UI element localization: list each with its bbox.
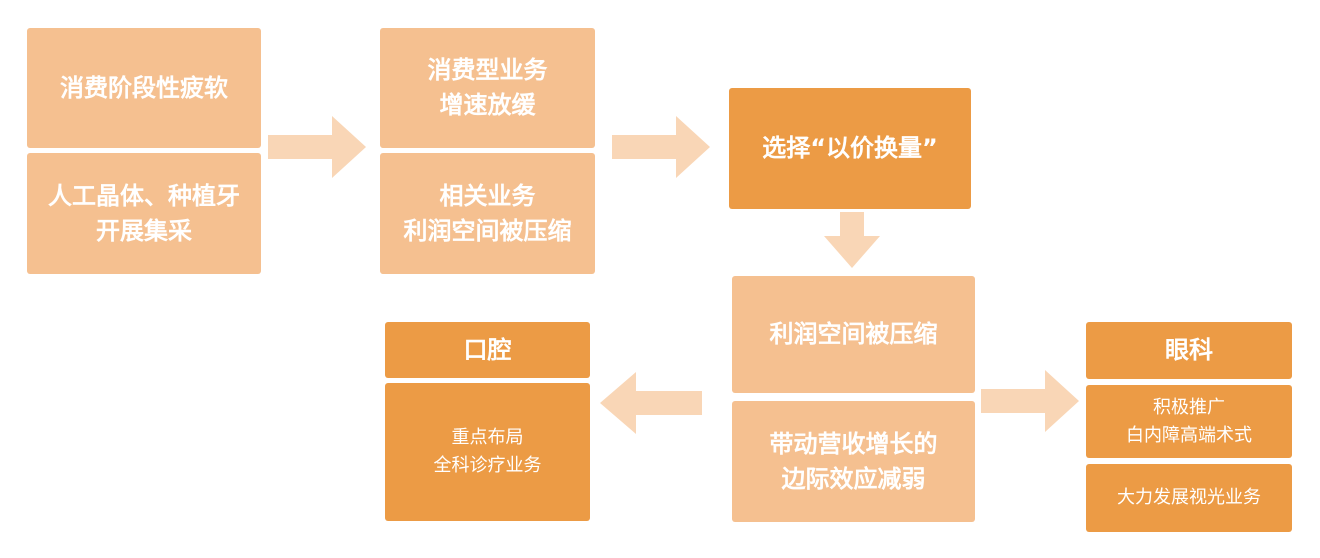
ophthalmology-body-cataract: 积极推广 白内障高端术式 <box>1086 385 1292 458</box>
ophthalmology-body-optometry: 大力发展视光业务 <box>1086 464 1292 532</box>
effect-profit-squeezed: 相关业务 利润空间被压缩 <box>380 153 595 274</box>
arrow-right-1 <box>268 116 366 178</box>
result-marginal-effect-weakened: 带动营收增长的 边际效应减弱 <box>732 401 975 522</box>
oral-body: 重点布局 全科诊疗业务 <box>385 383 590 521</box>
arrow-left <box>600 372 702 434</box>
ophthalmology-title: 眼科 <box>1086 322 1292 379</box>
result-profit-squeezed: 利润空间被压缩 <box>732 276 975 393</box>
arrow-down <box>824 212 880 268</box>
cause-consumption-weak: 消费阶段性疲软 <box>27 28 261 148</box>
arrow-right-3 <box>981 370 1079 432</box>
effect-growth-slowdown: 消费型业务 增速放缓 <box>380 28 595 148</box>
arrow-right-2 <box>612 116 710 178</box>
cause-centralized-procurement: 人工晶体、种植牙 开展集采 <box>27 153 261 274</box>
strategy-price-for-volume: 选择“以价换量” <box>729 88 971 209</box>
oral-title: 口腔 <box>385 322 590 378</box>
